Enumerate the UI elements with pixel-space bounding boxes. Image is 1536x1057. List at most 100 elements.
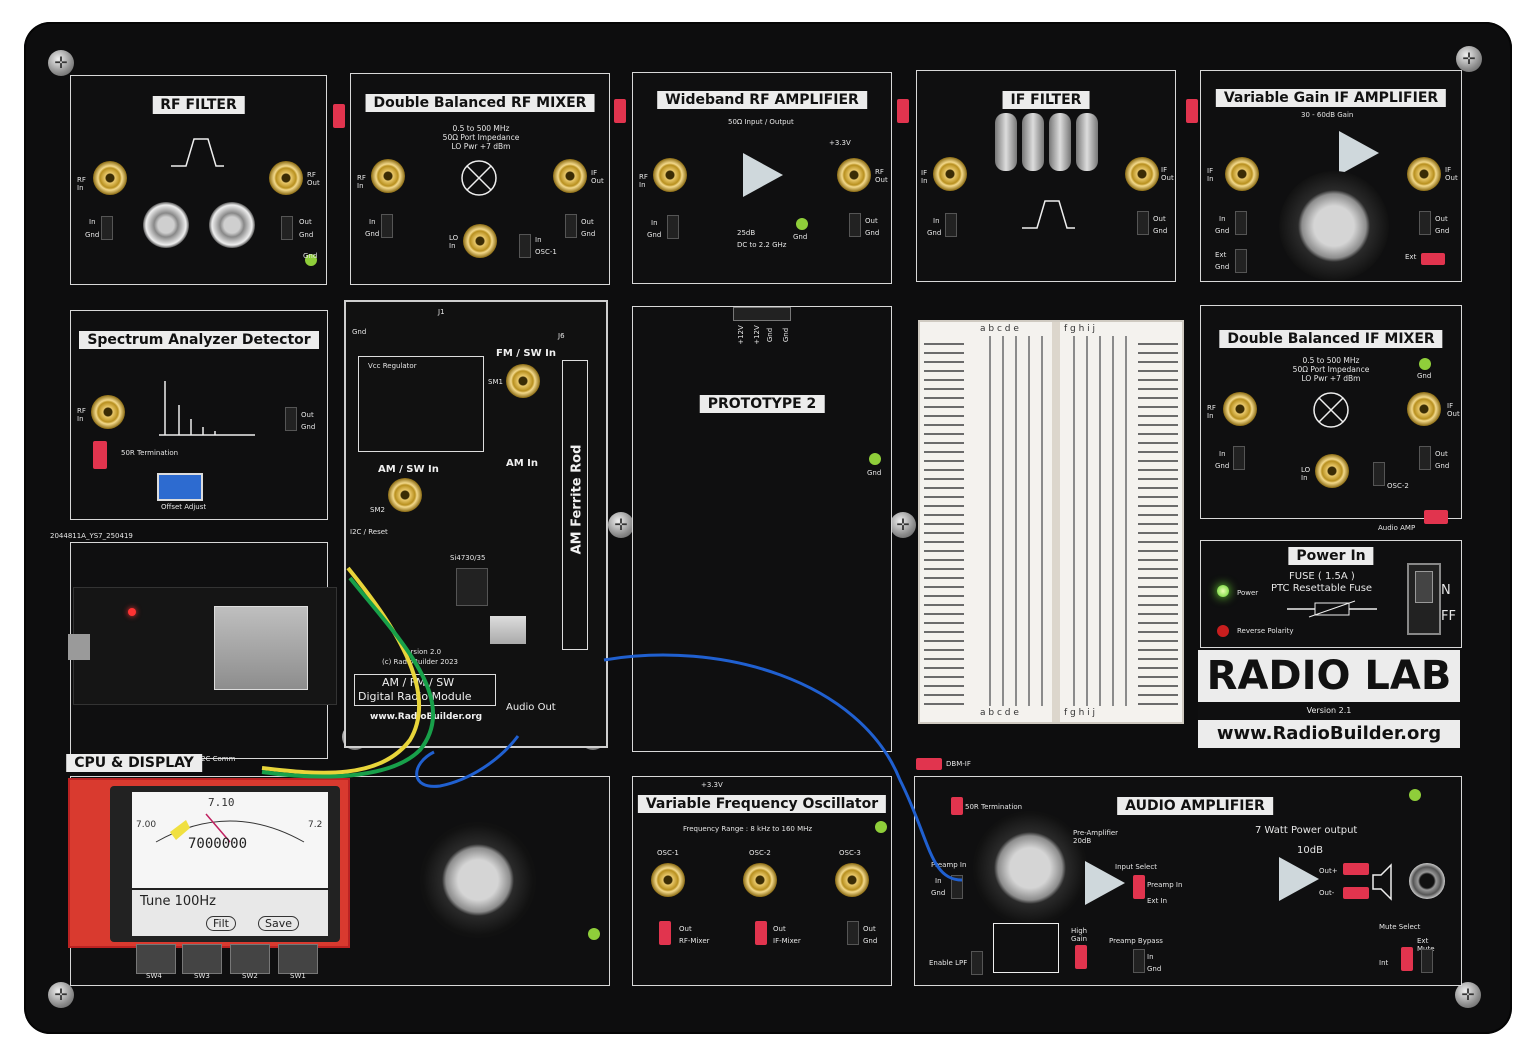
out-header[interactable] [1419, 211, 1431, 235]
push-button-sw1[interactable] [278, 944, 318, 974]
gnd-test-point[interactable] [1409, 789, 1421, 801]
bandpass-icon [1022, 200, 1075, 229]
link-jumper[interactable] [1186, 99, 1198, 123]
db-if-mixer-module: Double Balanced IF MIXER 0.5 to 500 MHz … [1200, 305, 1462, 519]
if-in-connector[interactable] [1225, 157, 1259, 191]
speaker-icon [1372, 863, 1392, 901]
lo-in-connector[interactable] [1315, 454, 1349, 488]
ext-jumper[interactable] [1421, 253, 1445, 265]
volume-knob[interactable] [973, 811, 1087, 925]
trimmer-2[interactable] [209, 202, 255, 248]
rf-in-connector[interactable] [91, 395, 125, 429]
out-label: Out [863, 925, 876, 933]
if-filter-module: IF FILTER IF In IF Out In Gnd Out Gnd [916, 70, 1176, 282]
input-select-jumper[interactable] [1133, 875, 1145, 899]
out-minus-jumper[interactable] [1343, 887, 1369, 899]
in-header[interactable] [945, 213, 957, 237]
filter-softkey[interactable]: Filt [206, 916, 236, 931]
dbm-if-jumper[interactable] [916, 758, 942, 770]
ext-mute-header[interactable] [1421, 949, 1433, 973]
in-header[interactable] [667, 215, 679, 239]
in-header[interactable] [1235, 211, 1247, 235]
out-plus-label: Out+ [1319, 867, 1338, 875]
rf-out-connector[interactable] [269, 161, 303, 195]
fm-sw-connector[interactable] [506, 364, 540, 398]
if-in-connector[interactable] [933, 157, 967, 191]
push-button-sw2[interactable] [230, 944, 270, 974]
power-header[interactable] [733, 307, 791, 321]
out-header[interactable] [565, 214, 577, 238]
screw [890, 512, 916, 538]
module-title: Double Balanced IF MIXER [1219, 330, 1443, 348]
link-jumper[interactable] [897, 99, 909, 123]
if-out-connector[interactable] [1407, 157, 1441, 191]
i2c-reset-label: I2C / Reset [350, 528, 388, 536]
out-header[interactable] [1419, 446, 1431, 470]
mixer-spec: 0.5 to 500 MHz 50Ω Port Impedance LO Pwr… [442, 124, 520, 151]
tuning-knob[interactable] [420, 822, 536, 938]
out-header[interactable] [281, 216, 293, 240]
if-out-connector[interactable] [1125, 157, 1159, 191]
gnd-test-point[interactable] [588, 928, 600, 940]
headphone-jack[interactable] [1409, 863, 1445, 899]
in-header[interactable] [1233, 446, 1245, 470]
rf-in-connector[interactable] [1223, 392, 1257, 426]
breadboard[interactable]: a b c d e f g h i j a b c d e f g h i j [918, 320, 1184, 724]
rf-in-connector[interactable] [653, 158, 687, 192]
out-header[interactable] [849, 213, 861, 237]
osc-label: OSC-2 [1387, 482, 1409, 490]
high-gain-jumper[interactable] [1075, 945, 1087, 969]
power-switch[interactable] [1407, 563, 1441, 635]
ext-header[interactable] [1235, 249, 1247, 273]
audio-amp-jumper[interactable] [1424, 510, 1448, 524]
lcd-module: 7.10 7.00 7.2 7000000 Tune 100Hz Filt Sa… [68, 778, 350, 948]
osc3-header[interactable] [847, 921, 859, 945]
link-jumper[interactable] [614, 99, 626, 123]
screw [1455, 982, 1481, 1008]
gnd-label: Gnd [352, 328, 367, 336]
screw [48, 982, 74, 1008]
push-button-sw3[interactable] [182, 944, 222, 974]
osc1-jumper[interactable] [659, 921, 671, 945]
osc2-connector[interactable] [743, 863, 777, 897]
osc2-jumper[interactable] [755, 921, 767, 945]
rf-in-connector[interactable] [371, 159, 405, 193]
enable-lpf-header[interactable] [971, 951, 983, 975]
gnd-label: Gnd [1147, 965, 1162, 973]
termination-jumper[interactable] [93, 441, 107, 469]
trimmer-1[interactable] [143, 202, 189, 248]
osc-header[interactable] [519, 234, 531, 258]
out-header[interactable] [1137, 211, 1149, 235]
power-amp-icon [1279, 857, 1319, 901]
rf-out-connector[interactable] [837, 158, 871, 192]
push-button-sw4[interactable] [136, 944, 176, 974]
in-header[interactable] [101, 216, 113, 240]
termination-jumper[interactable] [951, 797, 963, 815]
osc3-connector[interactable] [835, 863, 869, 897]
gnd-test-point[interactable] [1419, 358, 1431, 370]
offset-trimmer[interactable] [157, 473, 203, 501]
gnd-test-point[interactable] [305, 254, 317, 266]
am-sw-connector[interactable] [388, 478, 422, 512]
rf-in-connector[interactable] [93, 161, 127, 195]
module-title: Double Balanced RF MIXER [365, 94, 595, 112]
logo-name: RADIO LAB [1198, 650, 1460, 702]
mute-jumper[interactable] [1401, 947, 1413, 971]
vfo-module: Variable Frequency Oscillator +3.3V Freq… [632, 776, 892, 986]
gnd-test-point[interactable] [875, 821, 887, 833]
if-out-connector[interactable] [553, 159, 587, 193]
gnd-test-point[interactable] [796, 218, 808, 230]
in-header[interactable] [381, 214, 393, 238]
osc-header[interactable] [1373, 462, 1385, 486]
out-header[interactable] [285, 407, 297, 431]
gain-knob[interactable] [1279, 171, 1389, 281]
link-jumper[interactable] [333, 104, 345, 128]
bypass-header[interactable] [1133, 949, 1145, 973]
gnd-test-point[interactable] [869, 453, 881, 465]
osc1-connector[interactable] [651, 863, 685, 897]
lo-in-connector[interactable] [463, 224, 497, 258]
out-plus-jumper[interactable] [1343, 863, 1369, 875]
save-softkey[interactable]: Save [258, 916, 300, 931]
input-select-label: Input Select [1115, 863, 1157, 871]
if-out-connector[interactable] [1407, 392, 1441, 426]
